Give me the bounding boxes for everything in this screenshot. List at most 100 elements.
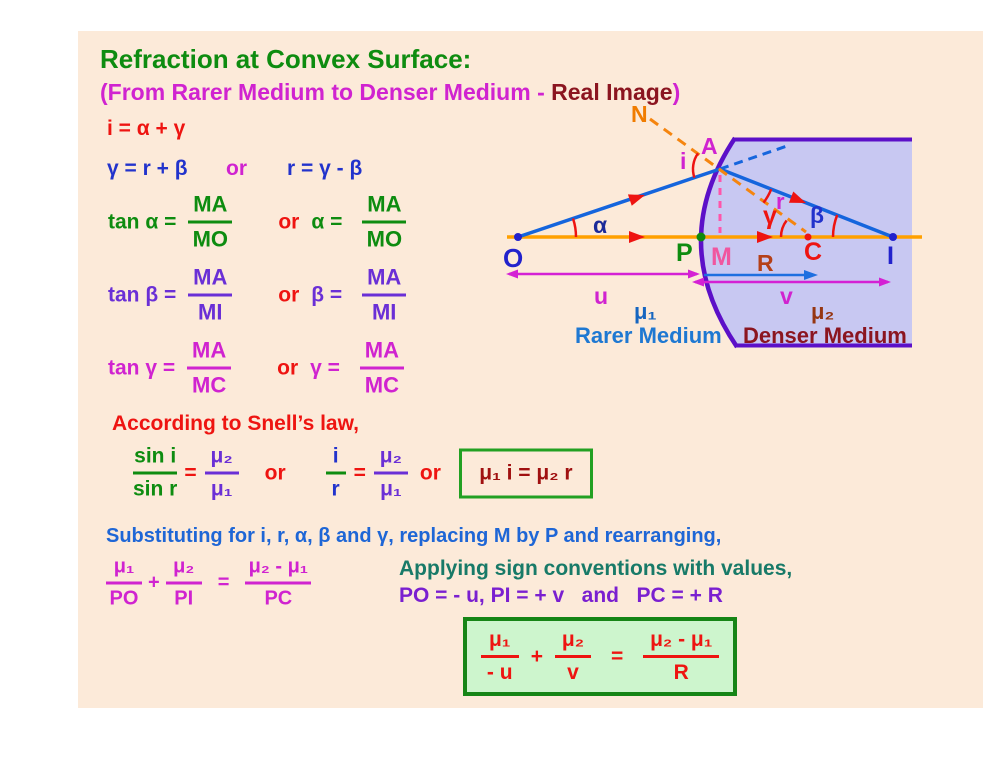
tan-beta-rhs: β = [311, 283, 343, 306]
frac-num: μ₂ [173, 555, 195, 578]
label-R: R [757, 250, 774, 276]
frac-num: MA [192, 337, 227, 363]
radius-arrow [704, 270, 818, 280]
r-arc [762, 188, 773, 204]
relation-eq3: r = γ - β [287, 157, 363, 180]
subtitle-suffix: ) [672, 79, 681, 105]
fraction-bar [204, 471, 239, 475]
denser-medium-region [698, 136, 912, 349]
plus-sign: + [148, 571, 160, 594]
snell-heading: According to Snell’s law, [112, 412, 359, 435]
alpha-arc [571, 218, 578, 238]
fraction-bar [555, 655, 591, 658]
gamma-arc [779, 219, 788, 238]
or-word: or [278, 210, 300, 233]
frac-num: μ₁ [488, 628, 511, 651]
snell-boxed-equation: μ₁ i = μ₂ r [458, 448, 593, 498]
label-I: I [887, 242, 894, 270]
point-I-dot [889, 233, 897, 241]
i-arc [691, 152, 700, 178]
frac-den: MI [198, 299, 223, 325]
or-word: or [419, 461, 441, 484]
frac-num: MA [364, 337, 400, 363]
frac-den: PC [264, 587, 293, 610]
tan-alpha-rhs: α = [311, 210, 343, 233]
fraction-bar [245, 581, 312, 585]
equals-sign: = [611, 644, 624, 668]
sign-conventions-values: PO = - u, PI = + v and PC = + R [399, 584, 723, 607]
plus-sign: + [530, 644, 543, 668]
equals-sign: = [184, 461, 197, 484]
label-mu1: μ₁ [634, 299, 657, 324]
equals-sign: = [353, 461, 366, 484]
subtitle-prefix: (From Rarer Medium to Denser Medium - [100, 79, 552, 105]
label-alpha: α [593, 212, 608, 238]
subtitle-emphasis: Real Image [551, 79, 673, 105]
label-i: i [680, 148, 687, 174]
beta-arc [831, 214, 839, 238]
frac-num: MA [367, 264, 402, 290]
frac-den: PO [109, 587, 139, 610]
label-u: u [594, 283, 609, 309]
ray-direction-arrowheads [627, 191, 806, 243]
label-P: P [676, 239, 693, 267]
frac-den: R [673, 661, 689, 684]
point-P-dot [696, 232, 706, 242]
incident-ray-extension-dashed [719, 144, 788, 171]
label-C: C [804, 238, 823, 266]
fraction-bar [325, 471, 346, 475]
refracted-ray [719, 167, 894, 239]
frac-den: PI [174, 587, 194, 610]
fraction-bar [133, 471, 178, 475]
or-word: or [277, 356, 299, 379]
fraction-bar [643, 655, 720, 658]
equals-sign: = [217, 571, 230, 594]
fraction-mu1-PO: μ₁ PO [106, 556, 142, 611]
frac-num: μ₂ [379, 444, 402, 468]
frac-den: μ₁ [380, 477, 402, 501]
label-denser-medium: Denser Medium [743, 323, 907, 348]
fraction-MA-MI: MA MI [188, 264, 233, 326]
fraction-bar [165, 581, 202, 585]
frac-num: MA [367, 191, 402, 217]
normal-line-dashed [649, 117, 807, 234]
points [514, 232, 897, 242]
label-O: O [503, 243, 524, 273]
fraction-bar [480, 655, 519, 658]
frac-num: μ₂ [210, 444, 233, 468]
frac-num: μ₂ [561, 628, 585, 651]
page-title: Refraction at Convex Surface: [100, 44, 472, 74]
frac-num: μ₁ [113, 555, 135, 578]
fraction-mu1-minus-u: μ₁ - u [480, 628, 519, 685]
label-r: r [776, 189, 785, 214]
frac-num: MA [193, 264, 228, 290]
fraction-MA-MO: MA MO [362, 191, 407, 253]
tan-beta-lhs: tan β = [108, 283, 177, 306]
frac-den: sin r [133, 477, 178, 501]
tan-gamma-rhs: γ = [310, 356, 340, 379]
point-C-dot [804, 233, 812, 241]
incident-ray [517, 167, 721, 239]
label-beta: β [810, 202, 825, 228]
fraction-mu2-minus-mu1-R: μ₂ - μ₁ R [643, 628, 720, 685]
angle-arcs [571, 152, 839, 238]
label-N: N [631, 101, 648, 127]
frac-num: sin i [134, 444, 177, 468]
frac-den: MO [366, 226, 403, 252]
fraction-bar [373, 471, 408, 475]
frac-num: μ₂ - μ₁ [650, 628, 713, 651]
relation-eq2: γ = r + β [107, 157, 188, 180]
label-A: A [701, 133, 718, 159]
frac-den: - u [486, 661, 513, 684]
